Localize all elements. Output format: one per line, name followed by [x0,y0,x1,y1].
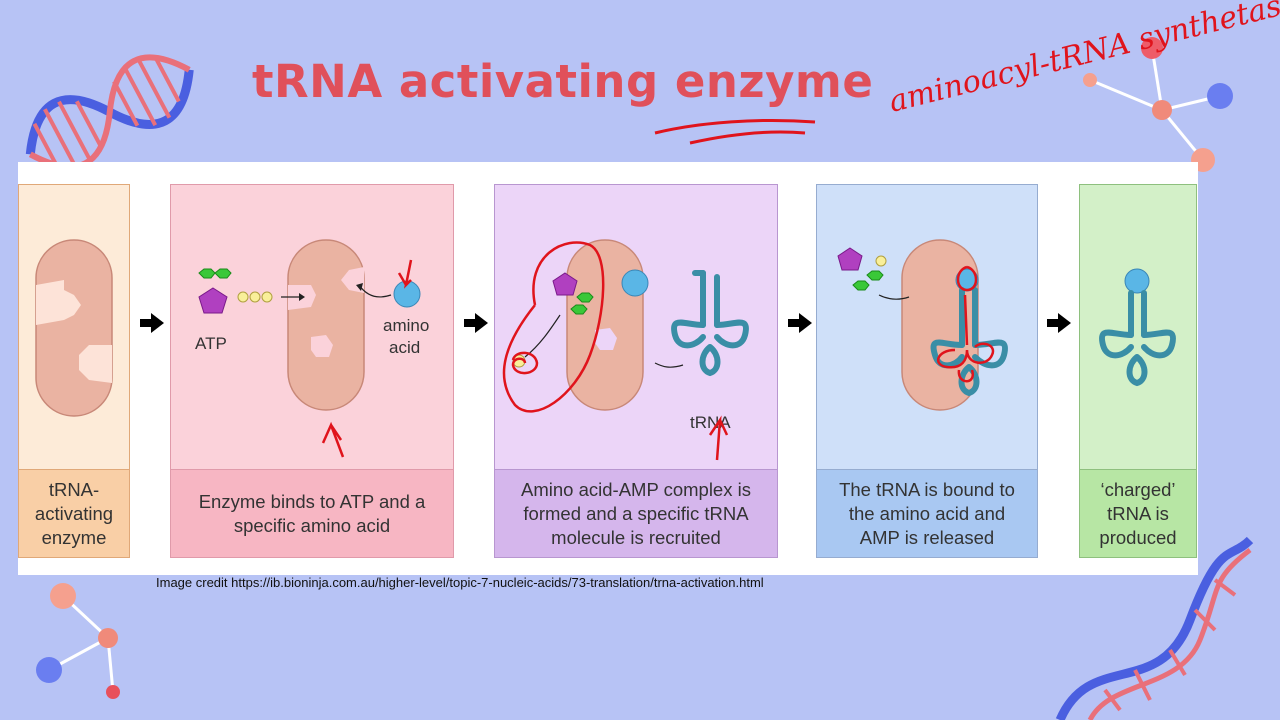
stage-2-caption: Enzyme binds to ATP and a specific amino… [171,469,453,557]
red-arrow-annotation [708,415,729,461]
stage-4-panel: The tRNA is bound to the amino acid and … [816,184,1038,558]
atp-pentagon-icon [837,247,863,271]
stage-2-illustration: ATP amino acid [195,239,429,458]
stage-5-illustration [1099,268,1176,387]
enzyme-shape [35,239,113,417]
amino-acid-icon [621,269,649,297]
atp-hexagon-icon [198,268,232,279]
curved-arrow-icon [654,362,684,368]
atp-label: ATP [195,334,227,353]
stage-4-illustration [837,239,1008,411]
phosphate-chain-icon [237,291,273,303]
stage-2-panel: ATP amino acid Enzyme binds to ATP and a… [170,184,454,558]
red-spiral-annotation [511,351,539,375]
trna-icon [671,270,749,377]
dna-helix-icon-bottom-right [1055,536,1254,720]
phosphate-icon [875,255,887,267]
arrow-icon-3 [788,313,812,333]
amino-acid-label-2: acid [389,338,420,357]
amino-acid-icon [1124,268,1150,294]
stage-5-panel: ‘charged’ tRNA is produced [1079,184,1197,558]
arrow-head-icon [299,293,305,301]
stage-3-panel: tRNA Amino acid-AMP complex is formed an… [494,184,778,558]
atp-hexagon-icon [852,270,884,291]
stage-5-caption: ‘charged’ tRNA is produced [1080,469,1196,557]
arrow-icon-1 [140,313,164,333]
red-circle-annotation [502,241,605,413]
arrow-head-icon [356,283,363,291]
stage-3-illustration: tRNA [502,239,749,461]
curved-arrow-icon [878,294,910,300]
page-title: tRNA activating enzyme [252,55,874,108]
trna-icon [930,287,1008,397]
red-trna-annotation [936,265,995,383]
atp-hexagon-icon [570,292,594,315]
red-arrow-annotation [321,421,345,458]
molecule-icon-bottom-left [36,583,120,699]
molecule-icon-top-right [1083,37,1233,172]
image-credit: Image credit https://ib.bioninja.com.au/… [156,575,764,590]
atp-pentagon-icon [552,272,578,296]
stage-4-caption: The tRNA is bound to the amino acid and … [817,469,1037,557]
stage-3-caption: Amino acid-AMP complex is formed and a s… [495,469,777,557]
amino-acid-label: amino [383,316,429,335]
red-arrow-annotation [397,259,413,289]
curved-arrow-icon [524,314,561,358]
atp-pentagon-icon [198,287,228,314]
annotation-text: aminoacyl-tRNA synthetase [885,0,1280,120]
stage-1-caption: tRNA- activating enzyme [19,469,129,557]
trna-icon [1099,290,1176,387]
stage-1-panel: tRNA- activating enzyme [18,184,130,558]
arrow-icon-2 [464,313,488,333]
diagram-panel: tRNA- activating enzyme ATP amino acid [18,162,1198,575]
arrow-icon-4 [1047,313,1071,333]
